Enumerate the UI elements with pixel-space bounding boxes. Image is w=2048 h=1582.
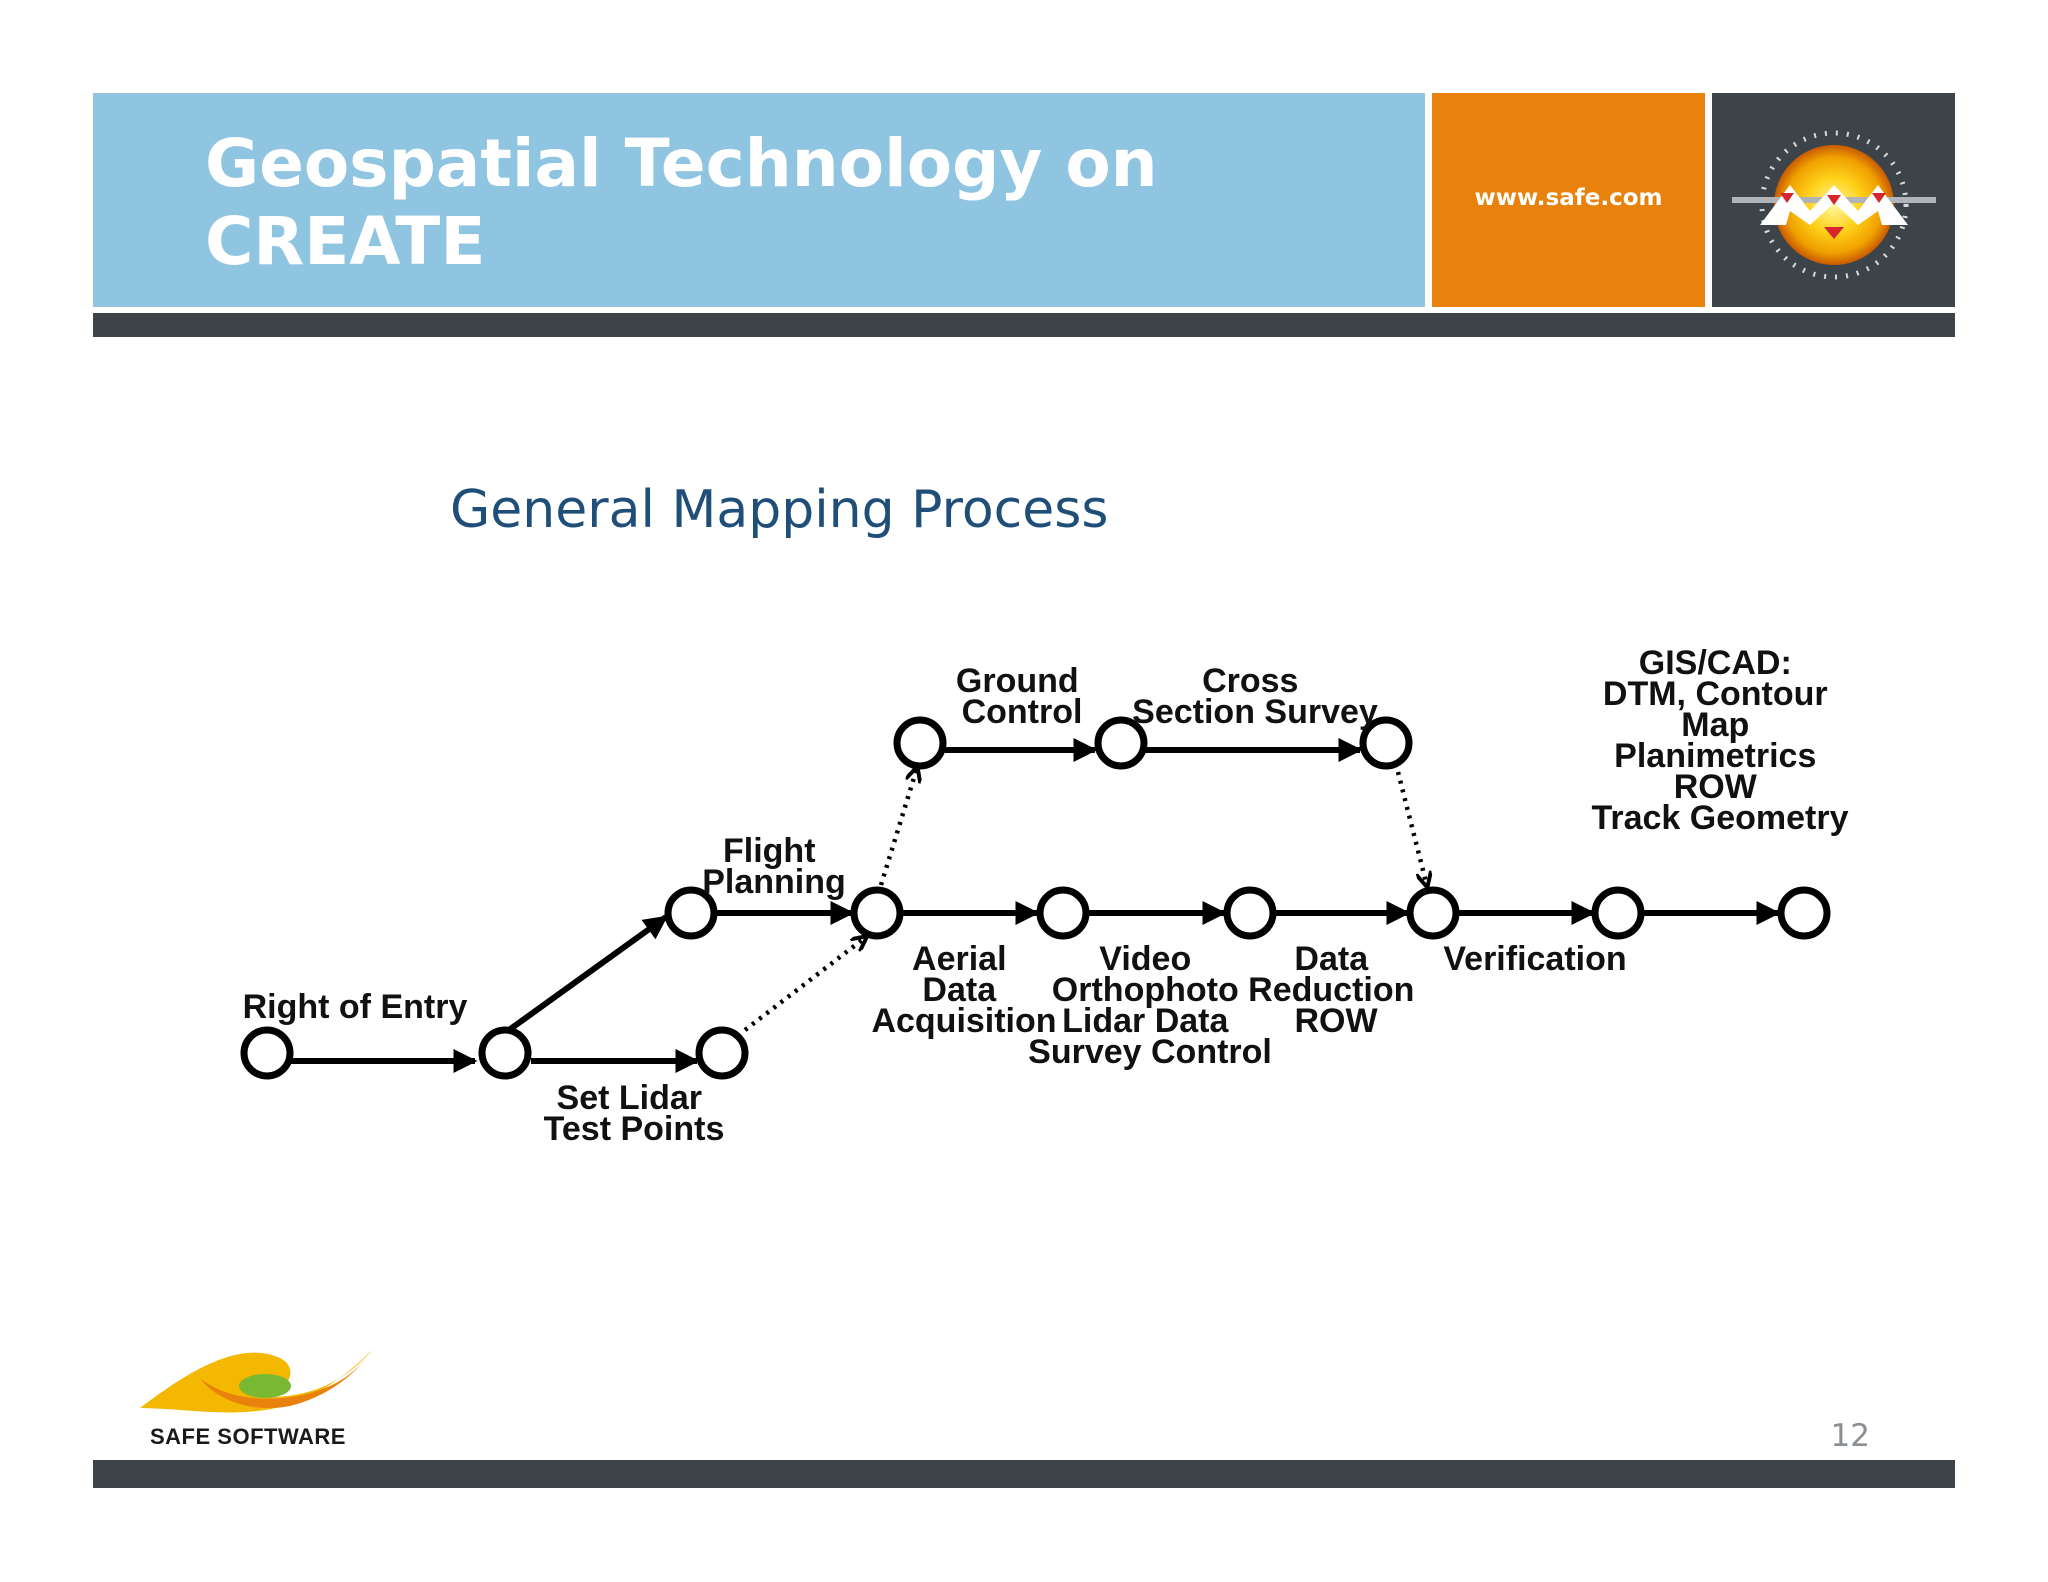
dotted-arrow-cross-to-verification bbox=[1395, 771, 1427, 886]
label-set-lidar: Set Lidar Test Points bbox=[544, 1079, 725, 1148]
label-cross-section: Cross Section Survey bbox=[1132, 662, 1378, 731]
node-cross-end bbox=[1359, 716, 1413, 770]
fme-logo-icon bbox=[1732, 130, 1936, 280]
node-set-lidar bbox=[695, 1026, 749, 1080]
node-flight-planning bbox=[664, 886, 718, 940]
slide-title: Geospatial Technology on CREATE bbox=[205, 125, 1158, 280]
node-video bbox=[1036, 886, 1090, 940]
page-number: 12 bbox=[1830, 1418, 1870, 1454]
website-url: www.safe.com bbox=[1474, 185, 1663, 211]
fme-logo-panel bbox=[1712, 93, 1955, 307]
node-data-reduction bbox=[1223, 886, 1277, 940]
label-verification: Verification bbox=[1443, 940, 1626, 978]
node-right-of-entry bbox=[240, 1026, 294, 1080]
diagram-title: General Mapping Process bbox=[450, 480, 1109, 540]
label-video: Video Orthophoto Lidar Data Survey Contr… bbox=[1028, 940, 1272, 1071]
arrow-split-to-flight bbox=[507, 914, 668, 1033]
label-ground-control: Ground Control bbox=[956, 662, 1088, 731]
header-divider bbox=[93, 313, 1955, 337]
node-verification bbox=[1406, 886, 1460, 940]
safe-software-swoosh-icon bbox=[140, 1350, 372, 1413]
node-giscad bbox=[1591, 886, 1645, 940]
header-banner: Geospatial Technology on CREATE bbox=[93, 93, 1425, 307]
node-cross-section bbox=[1094, 716, 1148, 770]
dotted-arrow-lidar-to-aerial bbox=[743, 937, 866, 1032]
node-ground-control bbox=[893, 716, 947, 770]
company-name: SAFE SOFTWARE bbox=[150, 1424, 346, 1449]
label-aerial: Aerial Data Acquisition bbox=[871, 940, 1056, 1040]
footer-divider bbox=[93, 1460, 1955, 1488]
dotted-arrow-aerial-to-ground bbox=[878, 768, 917, 886]
label-flight-planning: Flight Planning bbox=[702, 832, 846, 901]
label-right-of-entry: Right of Entry bbox=[243, 988, 468, 1026]
url-panel: www.safe.com bbox=[1432, 93, 1705, 307]
label-data-reduction: Data Reduction ROW bbox=[1248, 940, 1424, 1040]
node-final bbox=[1777, 886, 1831, 940]
label-gis-cad: GIS/CAD: DTM, Contour Map Planimetrics R… bbox=[1591, 644, 1848, 837]
node-split bbox=[478, 1026, 532, 1080]
node-aerial-data bbox=[850, 886, 904, 940]
